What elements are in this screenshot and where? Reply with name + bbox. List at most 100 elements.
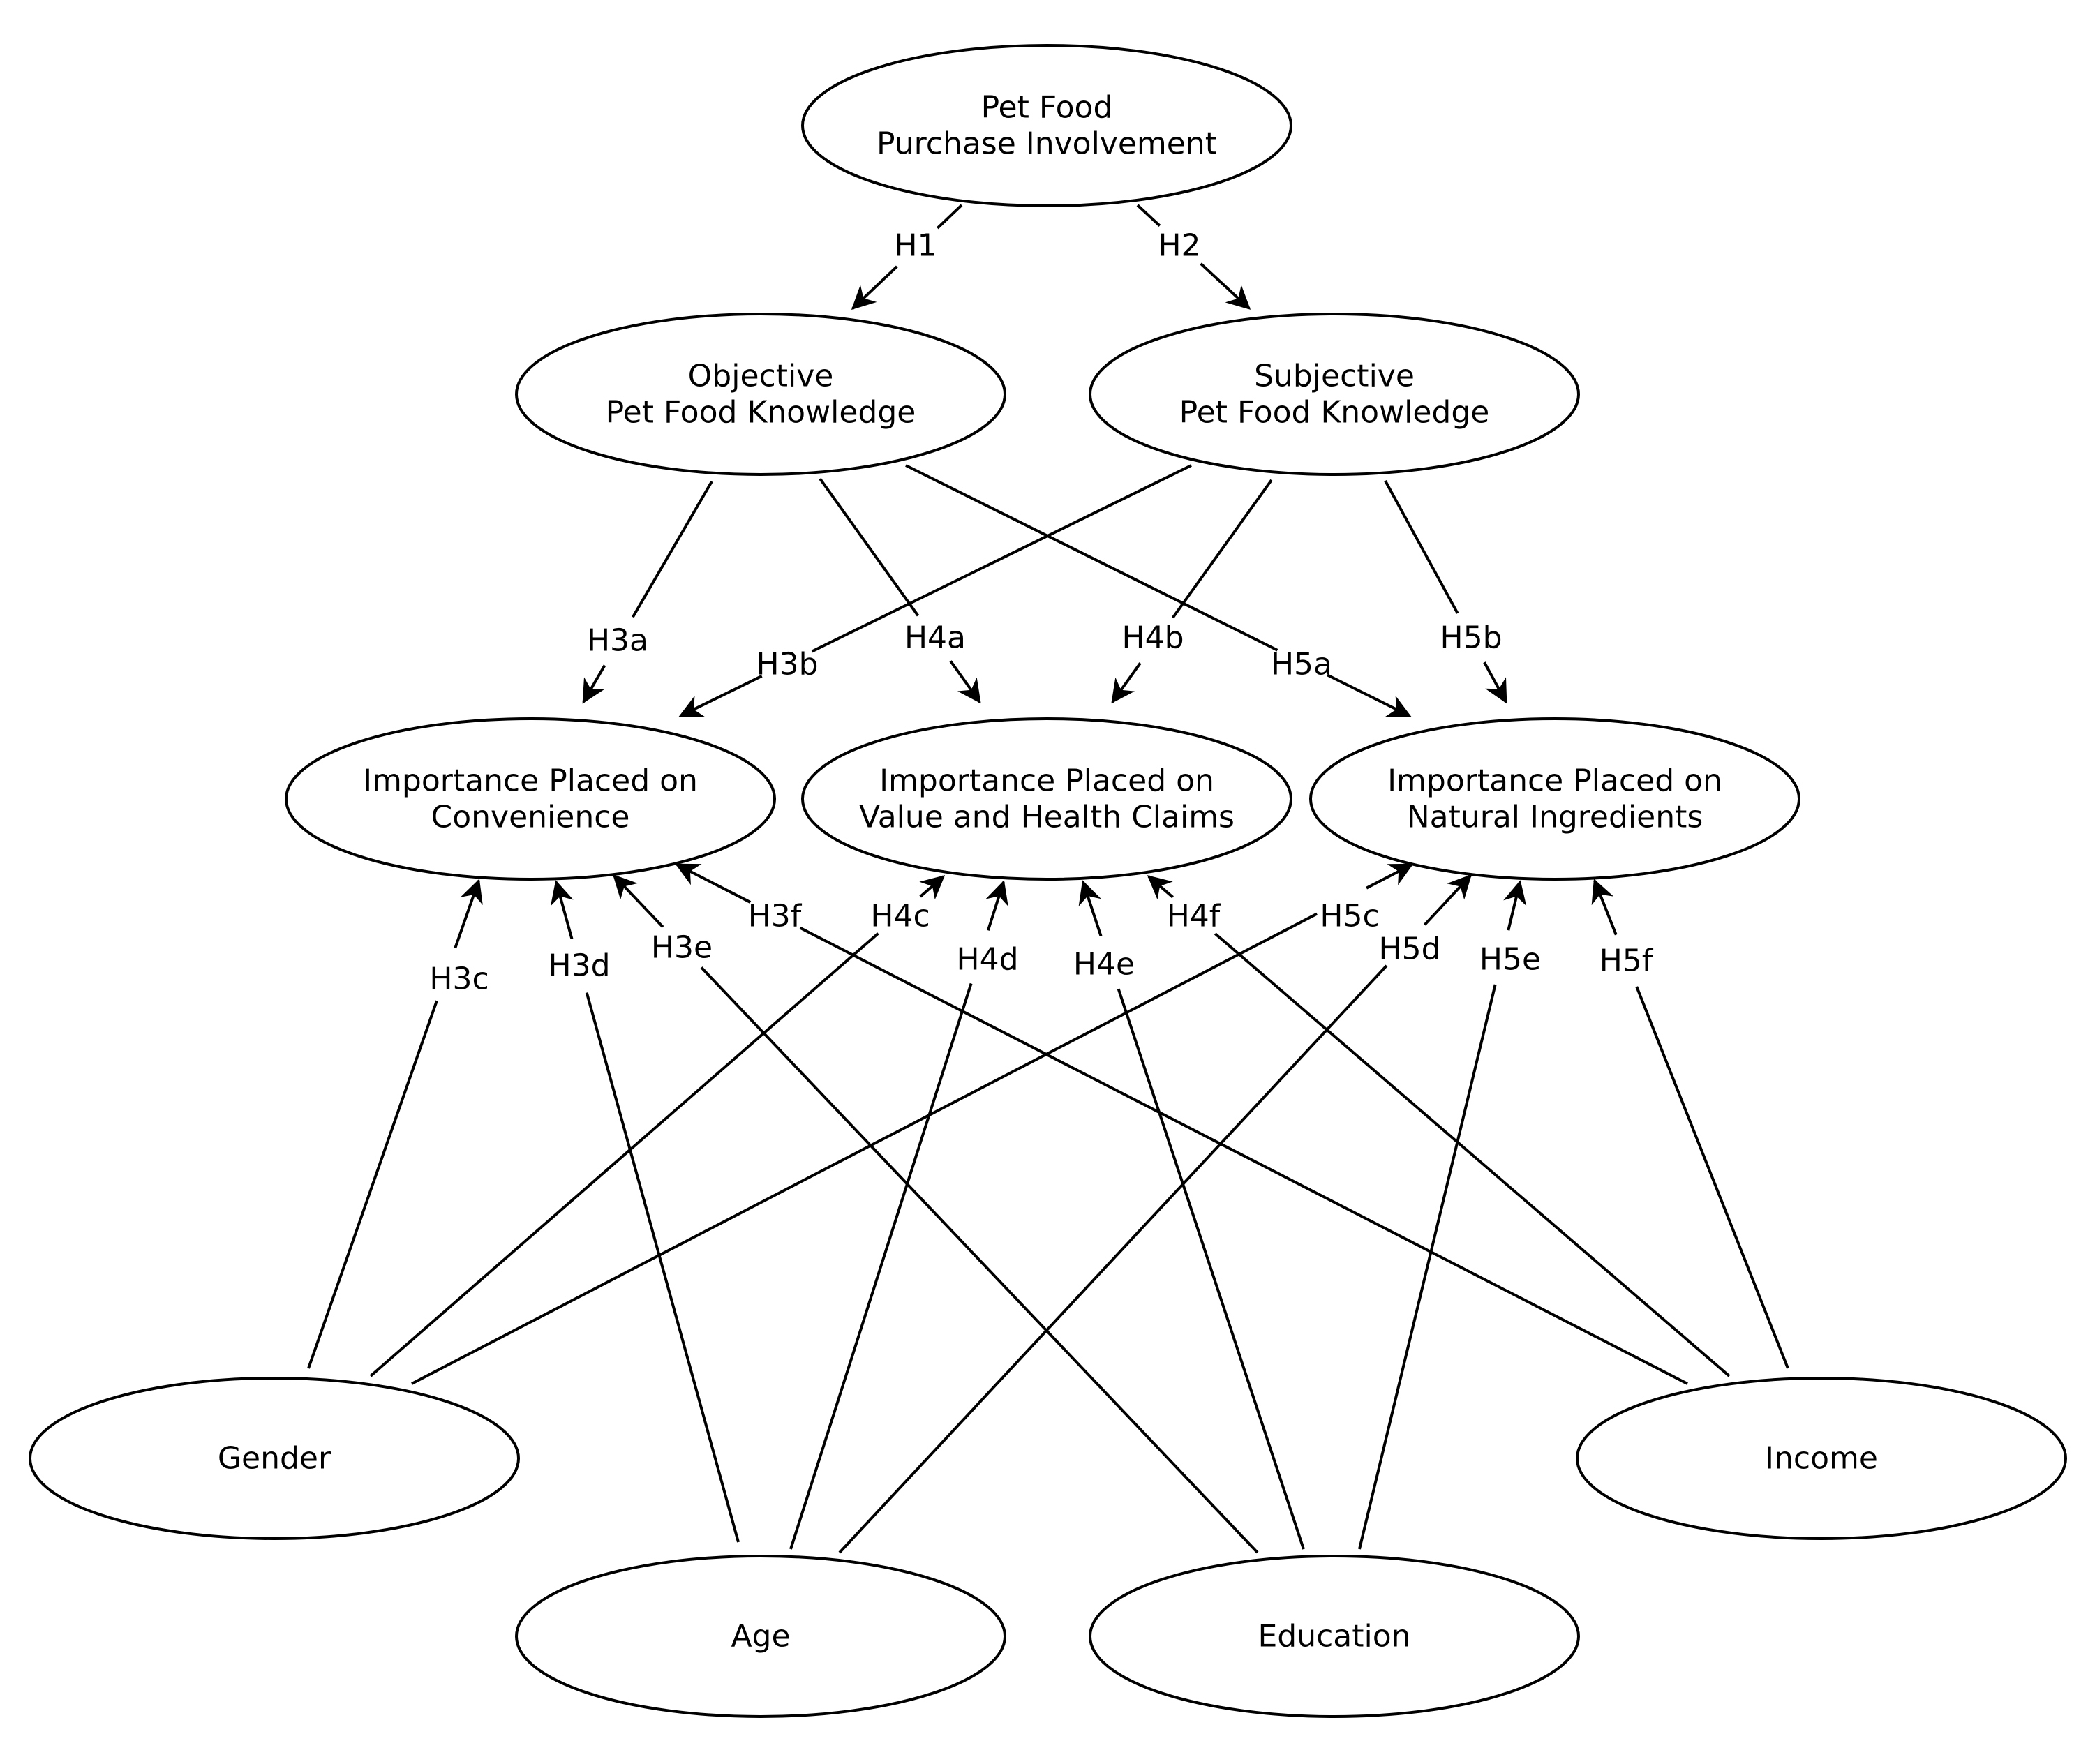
edge-arrow-h5e xyxy=(1503,880,1527,931)
node-label-objective-knowledge-line-1: Objective xyxy=(688,359,834,394)
edge-label-h4f: H4f xyxy=(1167,899,1221,934)
node-ellipse-gender xyxy=(29,1377,520,1540)
node-label-involvement-line-2: Purchase Involvement xyxy=(877,126,1217,162)
edge-line-h3c-tail xyxy=(307,1000,438,1369)
edge-label-h5c: H5c xyxy=(1320,899,1379,934)
edge-arrow-h2 xyxy=(1200,262,1251,310)
edge-label-h4e: H4e xyxy=(1073,947,1135,982)
edge-label-h5d: H5d xyxy=(1378,932,1440,967)
edge-label-h3c: H3c xyxy=(429,962,489,997)
edge-arrow-h3a xyxy=(582,664,606,704)
node-ellipse-education xyxy=(1089,1555,1580,1718)
node-label-convenience-line-1: Importance Placed on xyxy=(363,763,698,799)
edge-label-h5b: H5b xyxy=(1440,620,1502,656)
edge-line-h1-tail xyxy=(936,204,963,230)
edge-h1: H1 xyxy=(851,204,963,310)
edge-line-h5f-tail xyxy=(1635,986,1789,1369)
edge-h3a: H3a xyxy=(582,480,713,704)
edge-label-h1: H1 xyxy=(894,228,937,264)
edge-arrow-h1 xyxy=(851,265,898,310)
edge-line-h4a-tail xyxy=(819,477,920,617)
edge-line-h5e-tail xyxy=(1358,984,1497,1550)
node-ellipse-natural xyxy=(1309,717,1800,881)
node-ellipse-value-health xyxy=(801,717,1292,881)
edge-arrow-h4b xyxy=(1111,662,1142,704)
edge-arrow-h3c xyxy=(454,879,483,949)
edge-h4f: H4f xyxy=(1147,875,1731,1377)
node-ellipse-objective-knowledge xyxy=(515,313,1006,476)
node-education: Education xyxy=(1089,1555,1580,1718)
edge-h2: H2 xyxy=(1136,204,1251,310)
edge-line-h4c-tail xyxy=(369,932,879,1377)
edge-arrow-h3f xyxy=(675,863,752,904)
edge-line-h4b-tail xyxy=(1171,479,1273,619)
node-age: Age xyxy=(515,1555,1006,1718)
edge-label-h3b: H3b xyxy=(756,647,818,682)
node-ellipse-involvement xyxy=(801,44,1292,207)
node-label-convenience-line-2: Convenience xyxy=(431,800,630,835)
edge-label-h4c: H4c xyxy=(870,899,930,934)
edge-line-h3f-tail xyxy=(799,926,1688,1385)
node-label-subjective-knowledge-line-1: Subjective xyxy=(1254,359,1415,394)
edge-h4d: H4d xyxy=(789,880,1019,1550)
edge-label-h4b: H4b xyxy=(1121,620,1184,656)
edge-h3c: H3c xyxy=(307,879,489,1369)
edge-line-h3e-tail xyxy=(700,966,1259,1554)
edge-line-h3d-tail xyxy=(585,992,740,1543)
edge-h5f: H5f xyxy=(1591,879,1789,1369)
edge-h3b: H3b xyxy=(678,464,1192,717)
edge-label-h4a: H4a xyxy=(904,620,966,656)
node-label-income-line-1: Income xyxy=(1765,1441,1878,1477)
edge-h3f: H3f xyxy=(675,863,1688,1385)
edge-arrow-h4d xyxy=(985,880,1008,931)
edge-arrow-h4a xyxy=(949,660,981,704)
edge-label-h4d: H4d xyxy=(956,942,1018,978)
edge-arrow-h4f xyxy=(1147,875,1174,900)
node-label-value-health-line-1: Importance Placed on xyxy=(879,763,1214,799)
edge-line-h4f-tail xyxy=(1214,932,1731,1377)
node-ellipse-age xyxy=(515,1555,1006,1718)
node-label-subjective-knowledge-line-2: Pet Food Knowledge xyxy=(1179,395,1490,431)
node-gender: Gender xyxy=(29,1377,520,1540)
edge-arrow-h4c xyxy=(919,875,946,900)
edge-h3d: H3d xyxy=(548,880,740,1543)
edge-label-h3a: H3a xyxy=(587,623,648,659)
edge-h4c: H4c xyxy=(369,875,946,1377)
edge-line-h5b-tail xyxy=(1384,480,1459,614)
node-label-age-line-1: Age xyxy=(731,1619,790,1654)
node-ellipse-subjective-knowledge xyxy=(1089,313,1580,476)
edge-h4e: H4e xyxy=(1073,880,1305,1550)
node-label-value-health-line-2: Value and Health Claims xyxy=(859,800,1235,835)
node-label-involvement-line-1: Pet Food xyxy=(981,90,1113,126)
node-ellipse-convenience xyxy=(285,717,776,881)
edge-label-h3e: H3e xyxy=(651,930,713,966)
edge-h5a: H5a xyxy=(905,464,1412,717)
edge-arrow-h4e xyxy=(1078,880,1103,936)
node-ellipse-income xyxy=(1576,1377,2067,1540)
node-label-natural-line-2: Natural Ingredients xyxy=(1407,800,1703,835)
edge-arrow-h5a xyxy=(1327,673,1412,717)
edge-line-h5c-tail xyxy=(411,912,1318,1385)
edge-line-h3a-tail xyxy=(632,480,713,618)
edge-arrow-h5b xyxy=(1483,662,1507,704)
node-label-education-line-1: Education xyxy=(1258,1619,1410,1654)
edge-arrow-h5c xyxy=(1366,863,1414,890)
edge-h4a: H4a xyxy=(819,477,981,704)
edge-label-h3f: H3f xyxy=(748,899,803,934)
edge-h5d: H5d xyxy=(838,874,1472,1554)
edge-arrow-h5d xyxy=(1423,874,1472,926)
edge-line-h2-tail xyxy=(1136,204,1161,227)
edge-arrow-h3e xyxy=(613,874,664,928)
node-income: Income xyxy=(1576,1377,2067,1540)
edge-label-h3d: H3d xyxy=(548,948,610,984)
edge-label-h5e: H5e xyxy=(1479,942,1541,978)
